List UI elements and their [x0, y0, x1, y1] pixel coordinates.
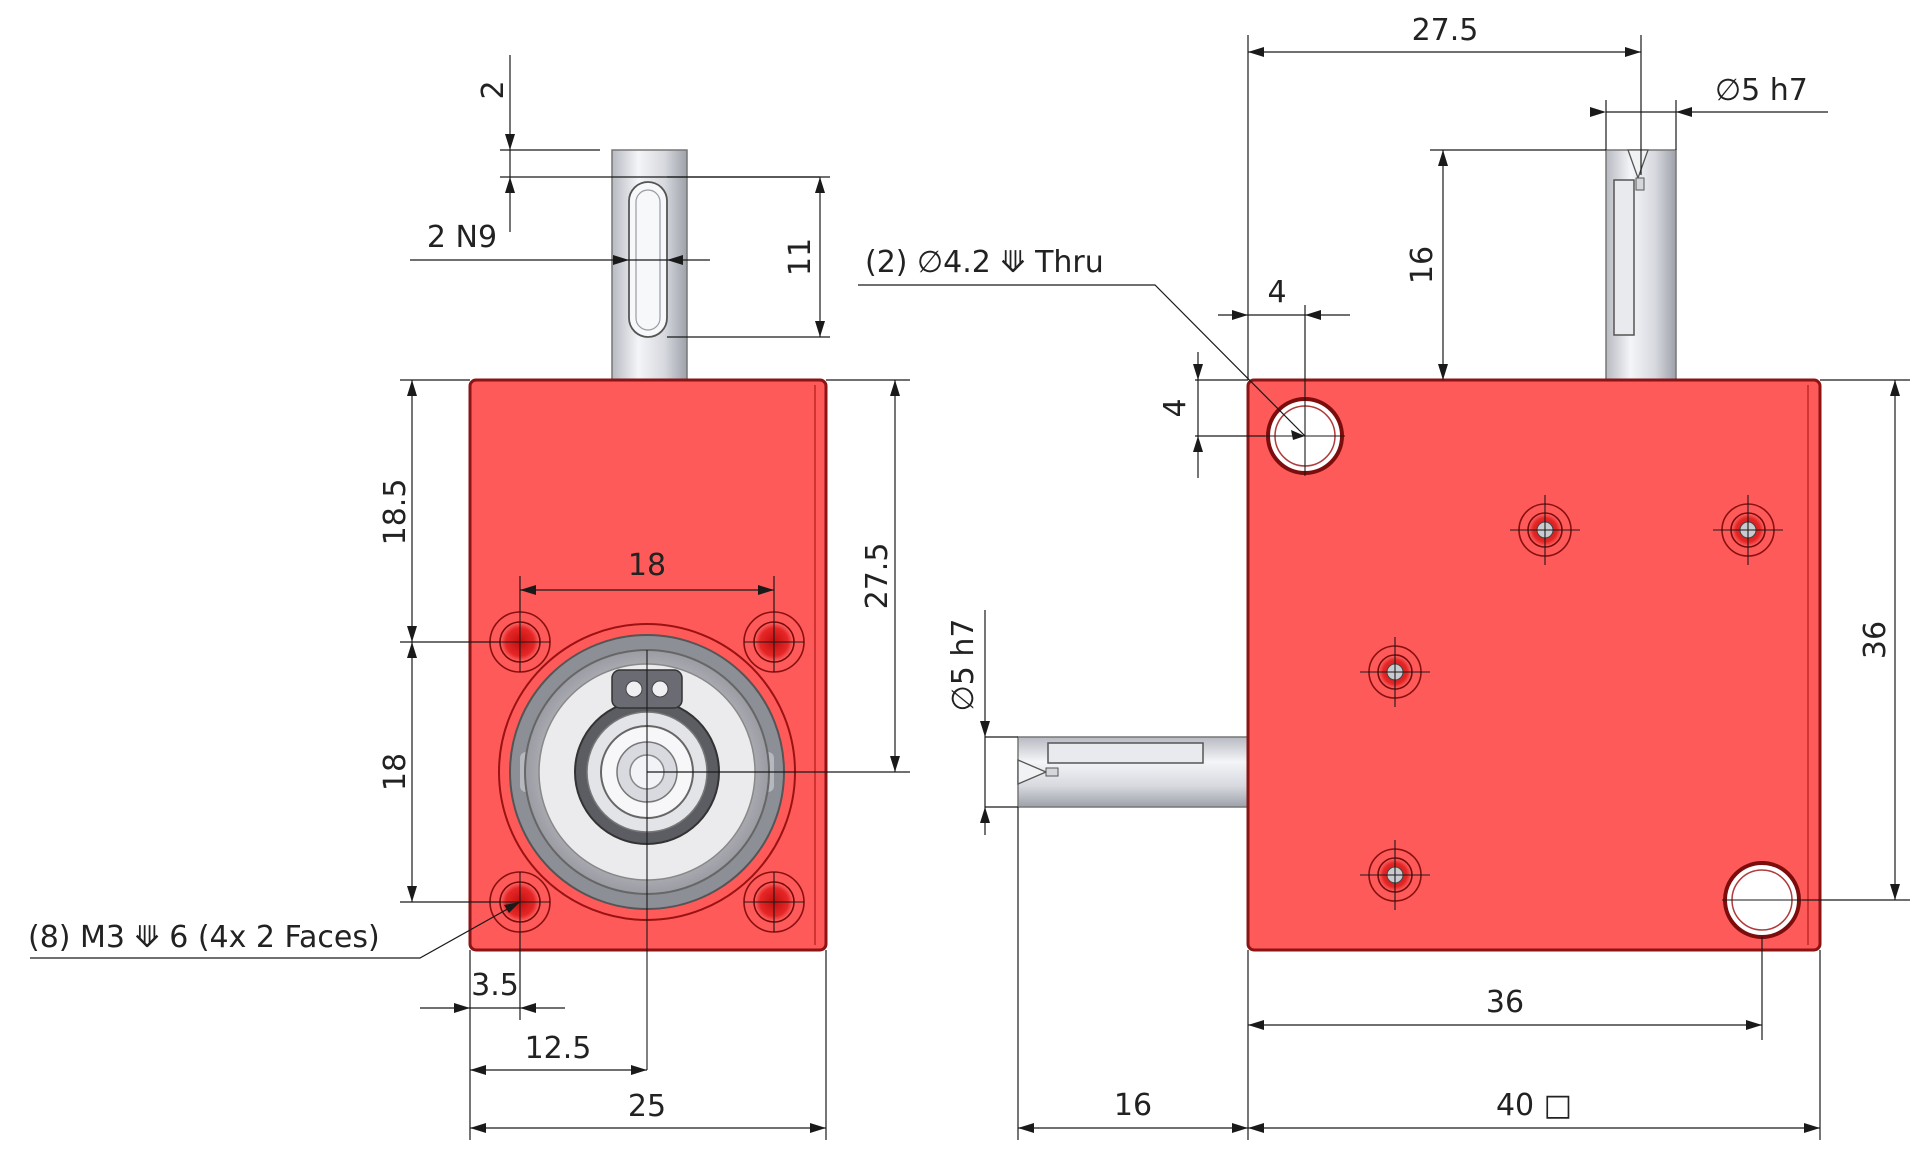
dim-key-width: 2 N9: [427, 220, 497, 255]
dim-lower-height: 18: [378, 753, 413, 791]
dim-hole-spacing-horizontal: 36: [1486, 985, 1524, 1020]
right-side-shaft: [1017, 736, 1249, 808]
dim-shaft-length-side: 16: [1114, 1088, 1152, 1123]
dim-edge-offset: 3.5: [471, 968, 519, 1003]
dim-width: 25: [628, 1089, 666, 1124]
dim-top-shaft-distance: 27.5: [1412, 13, 1479, 48]
dim-shaft-diameter-top: ∅5 h7: [1715, 73, 1808, 108]
right-dimensions: [858, 35, 1910, 1140]
dim-shaft-top-offset: 2: [476, 80, 511, 99]
left-shaft: [611, 149, 688, 381]
dim-hole-offset-x: 4: [1267, 275, 1286, 310]
dim-upper-height: 18.5: [378, 479, 413, 546]
right-gearbox-body: [1246, 378, 1822, 952]
note-tapped-holes: (8) M3 ⟱ 6 (4x 2 Faces): [28, 920, 380, 955]
right-top-shaft: [1605, 149, 1677, 381]
left-view: 2 2 N9 11 18.5 18 27.5 18 3.5 12.5 25 (8…: [28, 55, 910, 1140]
dim-body-size: 40 □: [1496, 1088, 1572, 1123]
dim-key-length: 11: [783, 238, 818, 276]
dim-center-offset: 12.5: [525, 1031, 592, 1066]
dim-hole-spacing: 18: [628, 548, 666, 583]
dim-shaft-length-top: 16: [1405, 246, 1440, 284]
right-tapped-holes: [1360, 495, 1783, 910]
right-view: 27.5 ∅5 h7 16 (2) ∅4.2 ⟱ Thru 4 4 36 ∅5 …: [858, 13, 1910, 1140]
dim-shaft-axis-height: 27.5: [860, 543, 895, 610]
dim-shaft-diameter-side: ∅5 h7: [946, 619, 981, 712]
note-through-holes: (2) ∅4.2 ⟱ Thru: [865, 245, 1104, 280]
left-dimensions: [30, 55, 910, 1140]
dim-hole-offset-y: 4: [1158, 398, 1193, 417]
dim-hole-spacing-vertical: 36: [1858, 621, 1893, 659]
